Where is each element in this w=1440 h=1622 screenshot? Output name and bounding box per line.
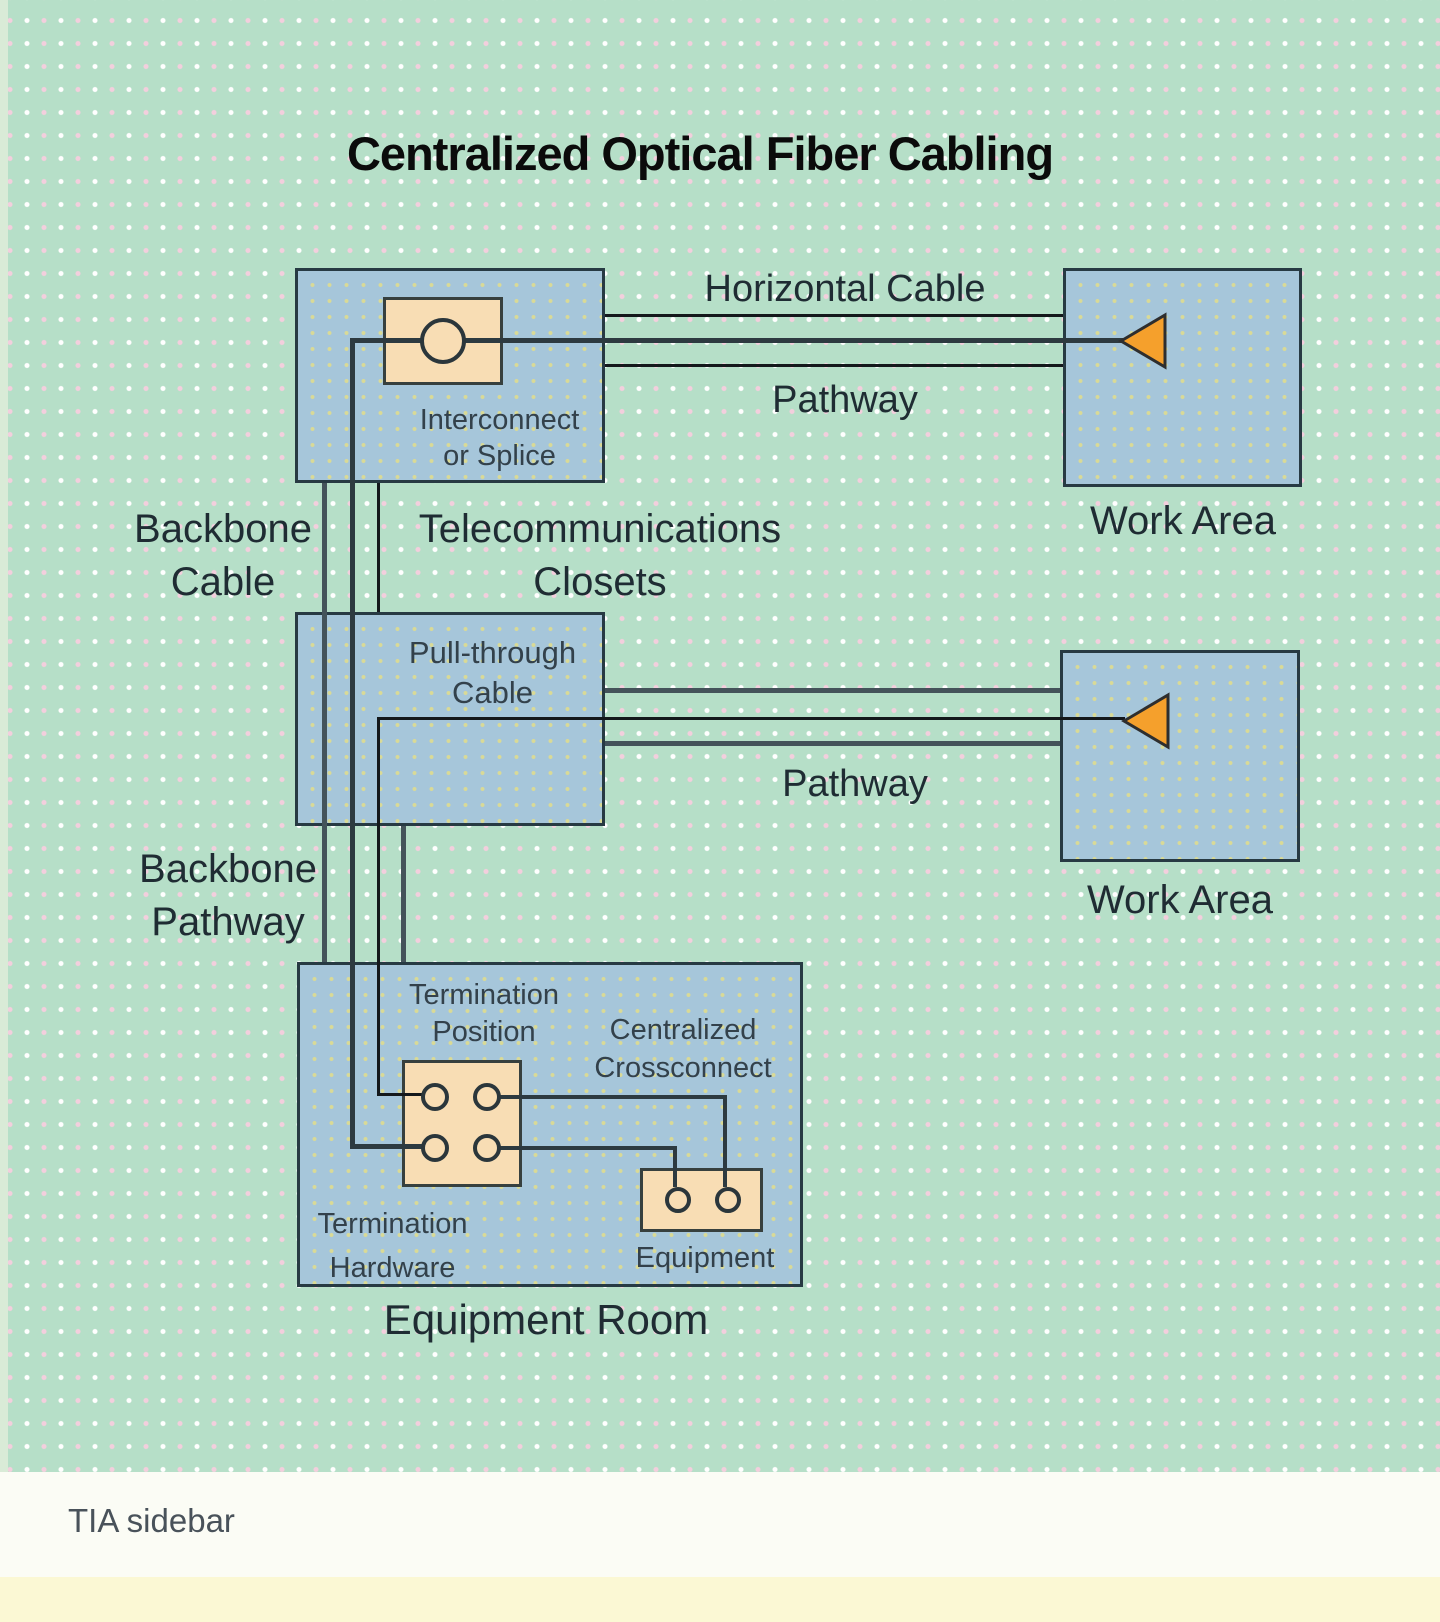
equipment-label: Equipment bbox=[635, 1242, 775, 1274]
pathway-top-upper-line bbox=[605, 314, 1063, 317]
equipment-port-icon bbox=[715, 1187, 741, 1213]
equipment-room-label: Equipment Room bbox=[383, 1296, 709, 1343]
crossconnect-jumper-bottom-h bbox=[500, 1146, 677, 1150]
horizontal-cable-line bbox=[352, 338, 1123, 343]
horizontal-cable-label: Horizontal Cable bbox=[704, 268, 986, 310]
crossconnect-jumper-top-v bbox=[723, 1095, 727, 1187]
equipment-port-icon bbox=[665, 1187, 691, 1213]
pathway-top-lower-line bbox=[605, 364, 1063, 367]
centralized-crossconnect-label: Centralized Crossconnect bbox=[594, 1014, 772, 1084]
backbone-to-port-line bbox=[350, 1144, 424, 1149]
termination-position-label: Termination Position bbox=[409, 979, 559, 1048]
fiber-outlet-icon bbox=[1121, 692, 1170, 750]
termination-hardware-panel bbox=[402, 1060, 522, 1187]
backbone-pathway-label: Backbone Pathway bbox=[139, 847, 317, 944]
interconnect-or-splice-label: Interconnect or Splice bbox=[419, 404, 580, 472]
backbone-pathway-right-line bbox=[401, 826, 406, 962]
pull-through-cable-label: Pull-through Cable bbox=[408, 635, 577, 710]
tia-sidebar-caption: TIA sidebar bbox=[68, 1502, 235, 1539]
work-area-bottom-box bbox=[1060, 650, 1300, 862]
pull-through-riser-line bbox=[377, 717, 380, 1096]
work-area-top-label: Work Area bbox=[1090, 499, 1276, 543]
splice-icon bbox=[420, 318, 466, 364]
termination-port-icon bbox=[473, 1134, 501, 1162]
work-area-bottom-label: Work Area bbox=[1087, 878, 1273, 922]
fiber-outlet-icon bbox=[1118, 312, 1167, 370]
equipment-room-box bbox=[297, 962, 803, 1287]
pull-through-to-port-line bbox=[377, 1093, 424, 1096]
work-area-top-box bbox=[1063, 268, 1302, 487]
left-edge-strip bbox=[0, 0, 8, 1472]
backbone-cable-thin-line bbox=[377, 483, 380, 612]
equipment-panel bbox=[640, 1168, 763, 1232]
termination-port-icon bbox=[473, 1083, 501, 1111]
crossconnect-jumper-bottom-v bbox=[673, 1146, 677, 1187]
telecommunications-closets-label: Telecommunications Closets bbox=[418, 507, 782, 604]
crossconnect-jumper-top-h bbox=[500, 1095, 727, 1099]
pathway-bottom-upper-line bbox=[605, 688, 1060, 693]
backbone-cable-label: Backbone Cable bbox=[134, 507, 312, 604]
pull-through-cable-line bbox=[377, 717, 1125, 720]
footer-white-band bbox=[0, 1472, 1440, 1577]
footer-yellow-band bbox=[0, 1577, 1440, 1622]
backbone-pathway-left-line bbox=[322, 483, 327, 962]
diagram-title: Centralized Optical Fiber Cabling bbox=[346, 127, 1054, 180]
pathway-bottom-label: Pathway bbox=[782, 763, 928, 805]
termination-port-icon bbox=[421, 1134, 449, 1162]
termination-hardware-label: Termination Hardware bbox=[317, 1208, 468, 1284]
pathway-top-label: Pathway bbox=[772, 379, 918, 421]
backbone-cable-line bbox=[350, 338, 355, 1149]
pathway-bottom-lower-line bbox=[605, 741, 1060, 746]
termination-port-icon bbox=[421, 1083, 449, 1111]
